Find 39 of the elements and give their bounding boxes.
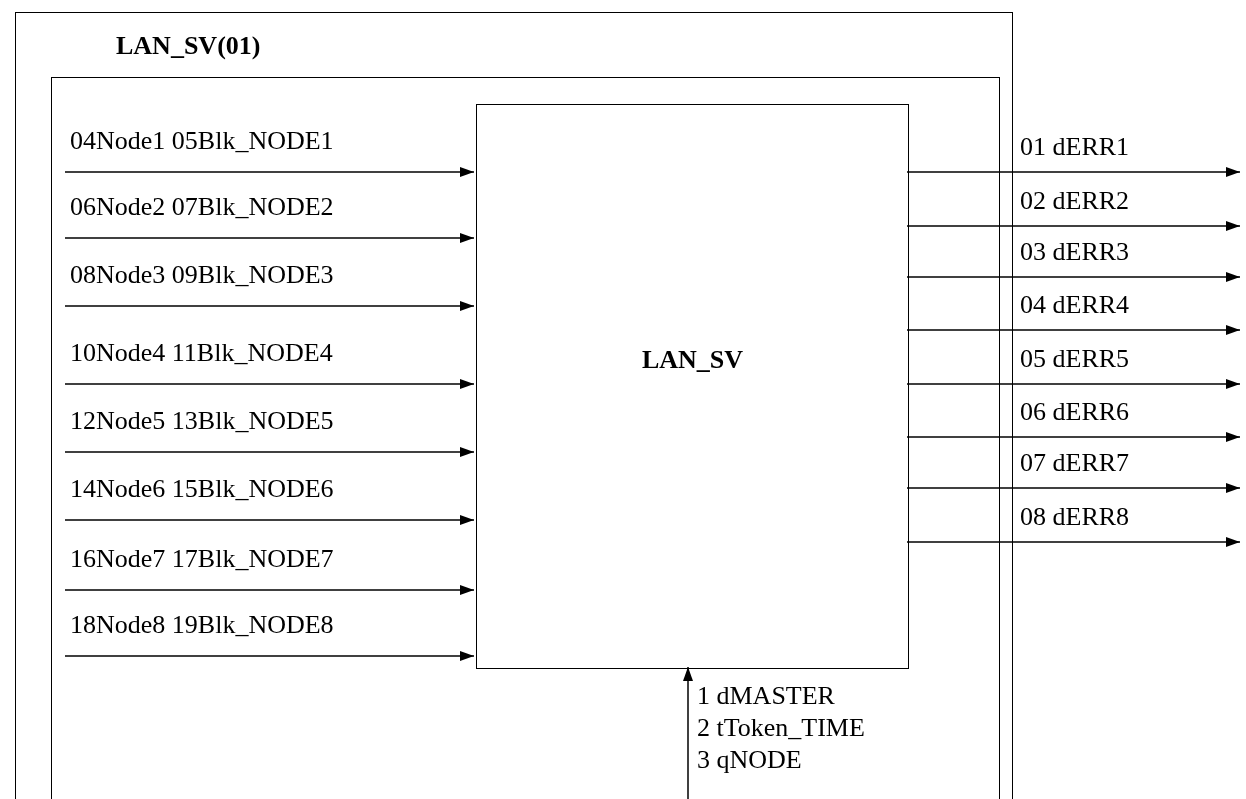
signal-label: 08Node3 09Blk_NODE3 <box>70 260 334 290</box>
signal-label: 2 tToken_TIME <box>697 713 865 743</box>
arrow <box>683 666 693 799</box>
arrow <box>64 447 475 457</box>
arrow <box>906 221 1241 231</box>
arrow <box>906 483 1241 493</box>
signal-label: 12Node5 13Blk_NODE5 <box>70 406 334 436</box>
arrow <box>906 432 1241 442</box>
function-block <box>476 104 909 669</box>
signal-label: 08 dERR8 <box>1020 502 1130 532</box>
signal-label: 04 dERR4 <box>1020 290 1130 320</box>
signal-label: 07 dERR7 <box>1020 448 1130 478</box>
signal-label: 1 dMASTER <box>697 681 835 711</box>
arrow <box>906 379 1241 389</box>
signal-label: 10Node4 11Blk_NODE4 <box>70 338 333 368</box>
arrow <box>64 515 475 525</box>
signal-label: 02 dERR2 <box>1020 186 1130 216</box>
arrow <box>64 379 475 389</box>
signal-label: 3 qNODE <box>697 745 802 775</box>
signal-label: 16Node7 17Blk_NODE7 <box>70 544 334 574</box>
arrow <box>906 537 1241 547</box>
arrow <box>64 233 475 243</box>
arrow <box>906 272 1241 282</box>
arrow <box>906 325 1241 335</box>
signal-label: 01 dERR1 <box>1020 132 1130 162</box>
arrow <box>64 585 475 595</box>
signal-label: 03 dERR3 <box>1020 237 1130 267</box>
signal-label: 18Node8 19Blk_NODE8 <box>70 610 334 640</box>
signal-label: 05 dERR5 <box>1020 344 1130 374</box>
signal-label: 06Node2 07Blk_NODE2 <box>70 192 334 222</box>
signal-label: 04Node1 05Blk_NODE1 <box>70 126 334 156</box>
signal-label: 14Node6 15Blk_NODE6 <box>70 474 334 504</box>
frame-title: LAN_SV(01) <box>116 31 261 61</box>
signal-label: 06 dERR6 <box>1020 397 1130 427</box>
arrow <box>64 651 475 661</box>
arrow <box>906 167 1241 177</box>
block-title: LAN_SV <box>641 345 744 375</box>
arrow <box>64 301 475 311</box>
arrow <box>64 167 475 177</box>
